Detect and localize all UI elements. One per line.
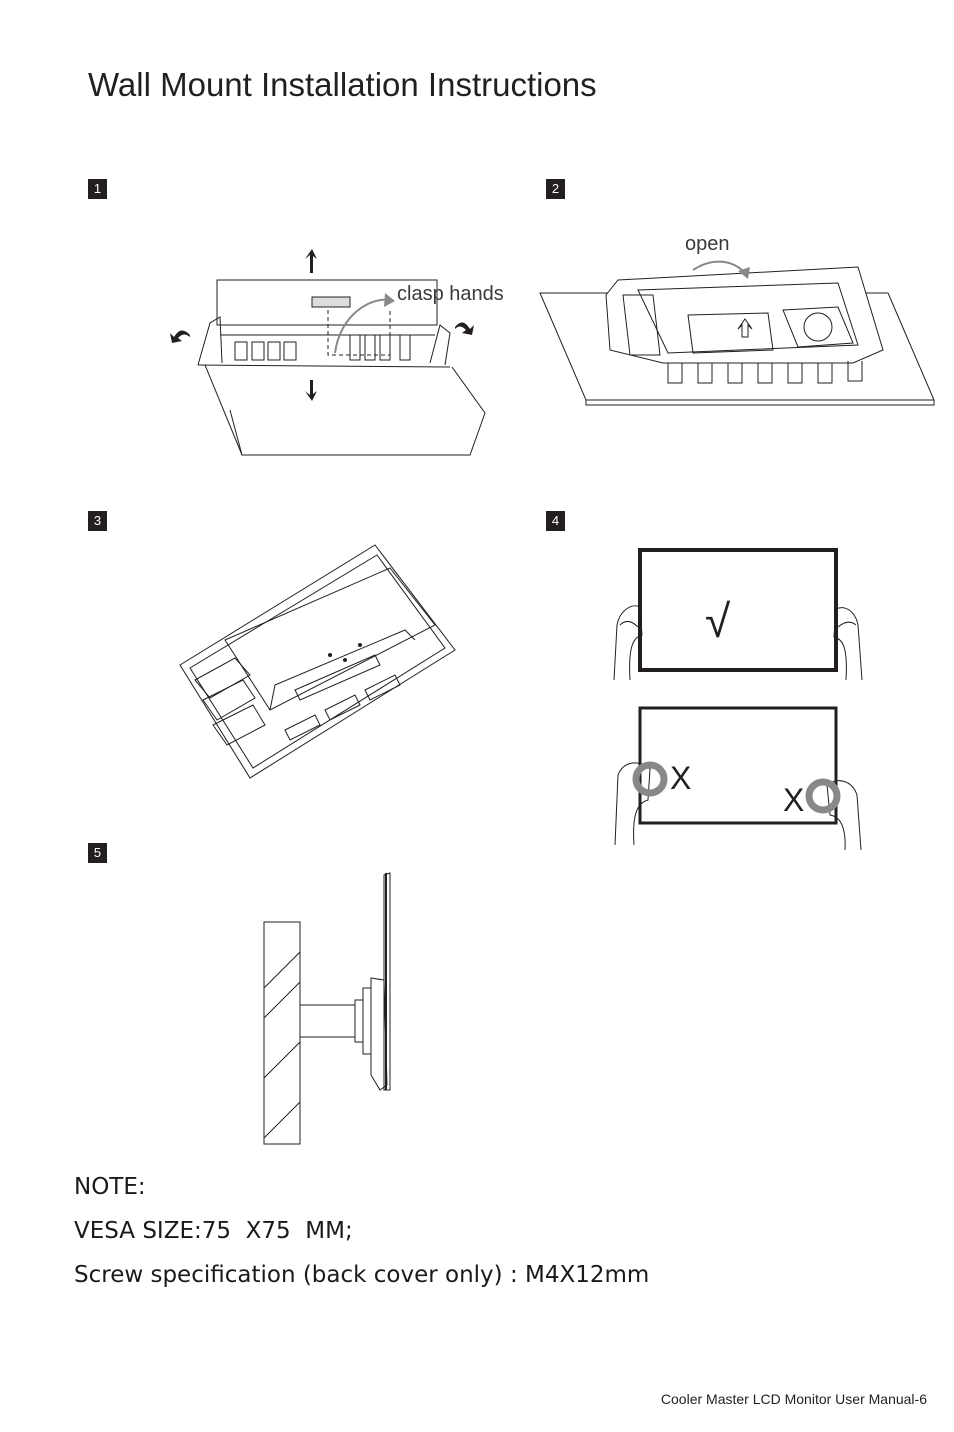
note-vesa-size: VESA SIZE:75 X75 MM; xyxy=(74,1218,353,1244)
step-3-badge: 3 xyxy=(88,511,107,531)
step-5-badge: 5 xyxy=(88,843,107,863)
step-5-wall-mount-side-view-illustration xyxy=(263,872,391,1145)
wrong-mark-left: X xyxy=(670,760,692,796)
step-4-incorrect-handling-illustration xyxy=(614,706,862,851)
page-footer: Cooler Master LCD Monitor User Manual-6 xyxy=(660,1391,927,1407)
page-title: Wall Mount Installation Instructions xyxy=(88,66,597,103)
step-1-badge: 1 xyxy=(88,179,107,199)
step-2-label: open xyxy=(685,233,730,255)
correct-check-mark: √ xyxy=(705,595,731,647)
step-4-correct-handling-illustration xyxy=(613,548,863,681)
step-1-box-illustration xyxy=(170,249,486,456)
step-2-tray-illustration xyxy=(539,260,935,406)
step-1-label: clasp hands xyxy=(397,283,504,305)
note-heading: NOTE: xyxy=(74,1174,146,1200)
note-screw-spec: Screw specification (back cover only) : … xyxy=(74,1262,650,1288)
wrong-mark-right: X xyxy=(783,782,805,818)
step-3-monitor-in-tray-illustration xyxy=(179,544,456,779)
step-2-badge: 2 xyxy=(546,179,565,199)
step-4-badge: 4 xyxy=(546,511,565,531)
